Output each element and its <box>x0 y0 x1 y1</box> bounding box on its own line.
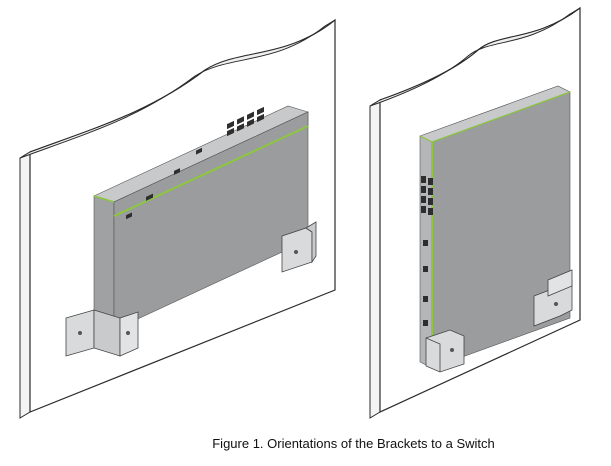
figure-illustration <box>19 6 581 419</box>
right-bracket-upper <box>533 269 573 327</box>
figure-caption: Figure 1. Orientations of the Brackets t… <box>212 436 495 451</box>
switch-ports <box>126 106 264 220</box>
right-bracket-lower <box>425 329 465 373</box>
left-bracket-upper <box>281 221 317 273</box>
switch-ports <box>421 176 433 326</box>
right-switch <box>419 85 571 369</box>
left-bracket-lower <box>65 309 139 357</box>
